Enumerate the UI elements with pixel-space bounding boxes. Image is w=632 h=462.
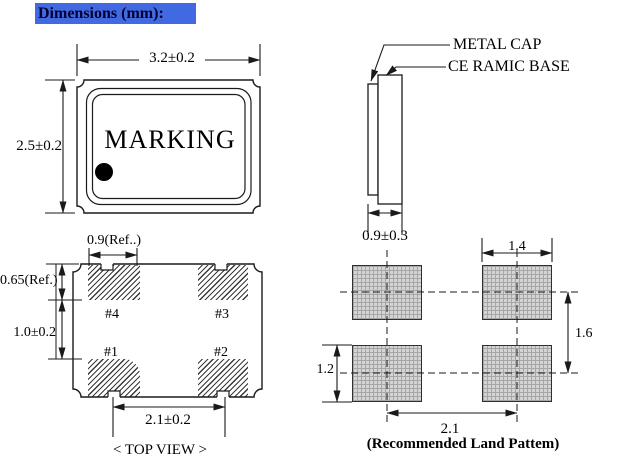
pad-4-hatch: [88, 265, 140, 300]
package-lid-outer: [85, 87, 252, 206]
land-pattern-caption: (Recommended Land Pattem): [366, 436, 560, 452]
land-col-pitch-dim-label: 2.1: [440, 421, 460, 437]
row-gap-dim-label: 1.0±0.2: [13, 325, 56, 340]
top-view-caption: < TOP VIEW >: [112, 442, 207, 458]
package-width-dim-label: 3.2±0.2: [149, 50, 195, 66]
pad-3-hatch: [198, 265, 248, 300]
side-view-annotations: [367, 44, 450, 235]
metal-cap-label: METAL CAP: [453, 36, 542, 53]
metal-cap-shape: [367, 83, 379, 196]
pin1-dot: [95, 163, 113, 181]
ceramic-base-leader: [385, 65, 446, 76]
side-view-group: [367, 74, 403, 205]
metal-cap-leader: [370, 44, 450, 82]
land-row-pitch-dim-label: 1.6: [575, 326, 593, 341]
ceramic-base-shape: [377, 74, 403, 205]
pad-height-dim-label: 0.65(Ref.): [0, 273, 58, 288]
ceramic-base-label: CE RAMIC BASE: [448, 58, 570, 75]
pad-view-dimension-lines: [46, 248, 226, 437]
pad-view-outline-group: [72, 263, 263, 398]
pad-1-label: #1: [104, 345, 118, 360]
land-pattern-dimension-lines: [322, 238, 572, 417]
pad-4-label: #4: [105, 307, 119, 322]
pad-2-label: #2: [214, 345, 228, 360]
pad-3-label: #3: [215, 307, 229, 322]
castellation-notches: [100, 262, 230, 399]
land-pad-height-dim-label: 1.2: [316, 362, 335, 377]
marking-text: MARKING: [104, 125, 236, 154]
package-dimension-lines: [45, 44, 261, 214]
pad-view-body-outline: [72, 263, 263, 398]
package-body-outline: [76, 79, 261, 214]
package-lid-inner: [91, 93, 246, 200]
package-height-dim-label: 2.5±0.2: [16, 138, 62, 154]
land-pad-width-dim-label: 1.4: [508, 239, 526, 254]
side-width-dim-label: 0.9±0.3: [362, 228, 408, 244]
pad-width-dim-label: 0.9(Ref..): [86, 233, 142, 248]
land-pattern-centerlines: [340, 250, 580, 424]
package-outline-group: [76, 79, 261, 214]
page-title: Dimensions (mm):: [35, 3, 196, 24]
col-pitch-dim-label: 2.1±0.2: [145, 412, 191, 428]
